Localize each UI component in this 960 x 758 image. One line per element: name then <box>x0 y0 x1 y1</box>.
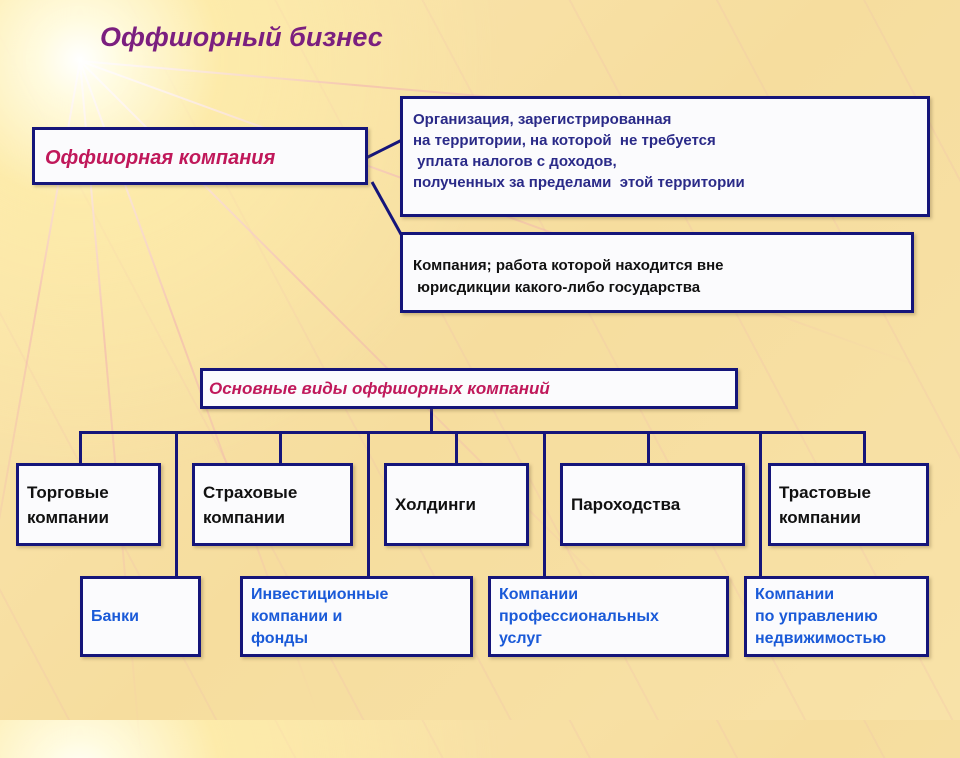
type-label: Трастовые <box>779 482 871 502</box>
tree-line <box>79 431 82 464</box>
type-label: Пароходства <box>571 495 681 514</box>
type-box-investment: Инвестиционные компании и фонды <box>240 576 473 657</box>
type-label: компании <box>779 507 861 527</box>
slide-title: Оффшорный бизнес <box>100 22 383 52</box>
tree-line <box>79 431 866 434</box>
tree-line <box>367 431 370 577</box>
type-label: компании <box>27 507 109 527</box>
connector-line <box>365 138 403 160</box>
tree-line <box>863 431 866 464</box>
definition-connectors <box>365 138 404 237</box>
type-label: услуг <box>499 629 542 647</box>
types-heading-box: Основные виды оффшорных компаний <box>200 368 738 409</box>
type-box-shipping: Пароходства <box>560 463 745 546</box>
type-box-trading: Торговые компании <box>16 463 161 546</box>
type-box-real-estate: Компании по управлению недвижимостью <box>744 576 929 657</box>
definition-box-2: Компания; работа которой находится вне ю… <box>400 232 914 313</box>
type-label: Компании <box>499 585 579 603</box>
type-label: недвижимостью <box>755 629 886 647</box>
tree-line <box>647 431 650 464</box>
definition-box-1: Организация, зарегистрированная на терри… <box>400 96 930 217</box>
type-label: компании и <box>251 607 343 625</box>
type-label: Компании <box>755 585 835 603</box>
type-label: Банки <box>91 607 139 625</box>
tree-line <box>279 431 282 464</box>
type-label: по управлению <box>755 607 878 625</box>
type-box-banks: Банки <box>80 576 201 657</box>
types-heading: Основные виды оффшорных компаний <box>209 379 550 398</box>
tree-line <box>455 431 458 464</box>
type-label: Инвестиционные <box>251 585 389 603</box>
term-label: Оффшорная компания <box>45 147 276 169</box>
type-label: компании <box>203 507 285 527</box>
tree-line <box>430 408 433 434</box>
connector-line <box>370 181 404 237</box>
type-box-professional-services: Компании профессиональных услуг <box>488 576 729 657</box>
type-label: профессиональных <box>499 607 659 625</box>
type-box-trust: Трастовые компании <box>768 463 929 546</box>
type-box-holdings: Холдинги <box>384 463 529 546</box>
type-label: Торговые <box>27 482 109 502</box>
tree-line <box>543 431 546 577</box>
type-label: фонды <box>251 629 309 647</box>
definition-text: Компания; работа которой находится вне ю… <box>413 257 724 296</box>
type-box-insurance: Страховые компании <box>192 463 353 546</box>
type-label: Страховые <box>203 482 298 502</box>
term-box: Оффшорная компания <box>32 127 368 185</box>
tree-line <box>175 431 178 577</box>
type-label: Холдинги <box>395 495 476 514</box>
definition-text: Организация, зарегистрированная на терри… <box>413 111 745 191</box>
tree-line <box>759 431 762 577</box>
